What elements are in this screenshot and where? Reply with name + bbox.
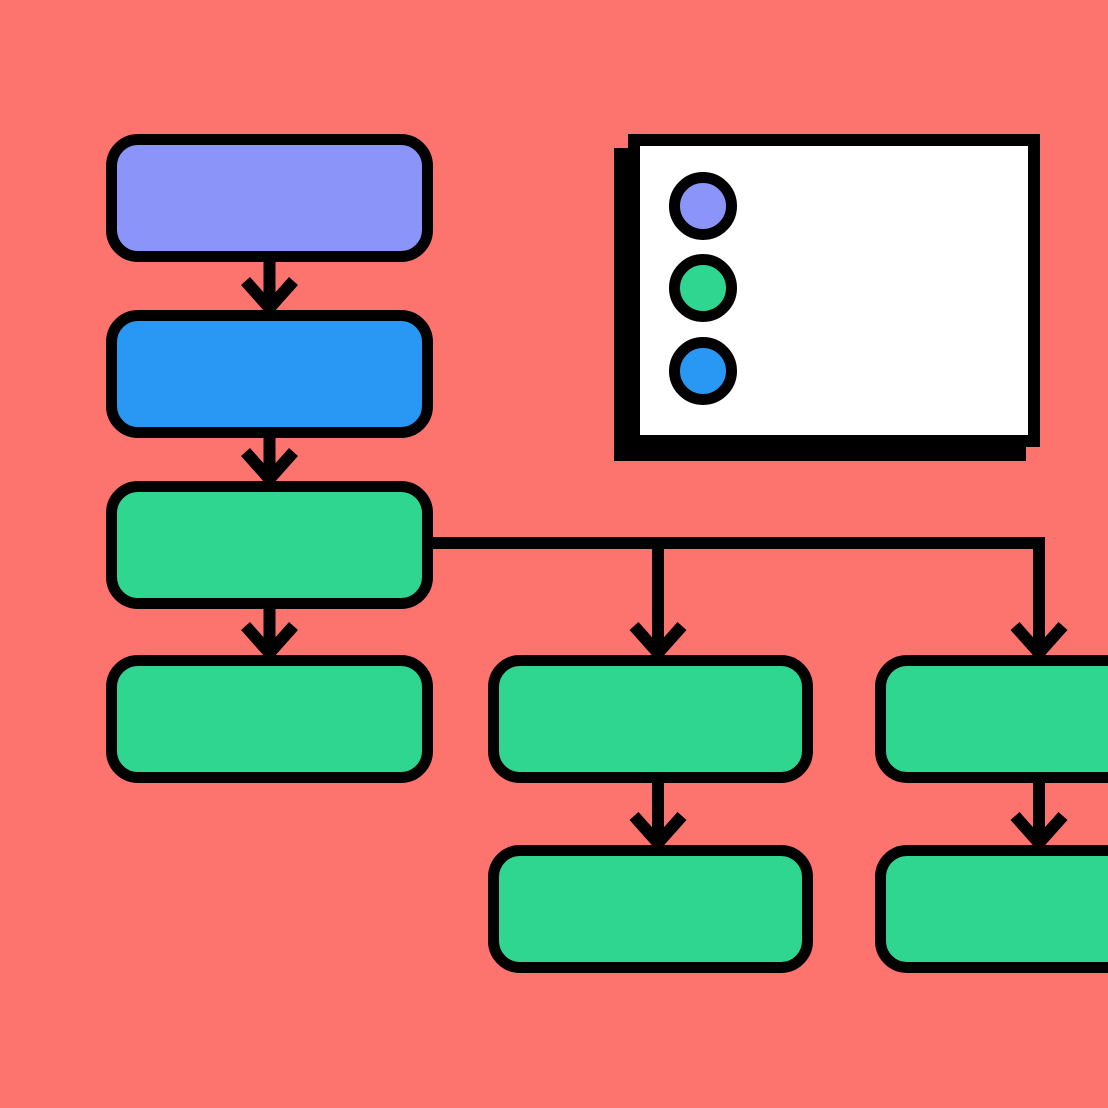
flow-node-4[interactable] — [106, 655, 433, 783]
flow-node-2[interactable] — [106, 310, 433, 438]
legend-card[interactable] — [628, 134, 1040, 447]
flow-node-8[interactable] — [875, 845, 1108, 973]
flow-node-7[interactable] — [875, 655, 1108, 783]
flow-node-6[interactable] — [488, 845, 813, 973]
legend-dot-green — [669, 254, 737, 322]
flow-node-3[interactable] — [106, 481, 433, 609]
legend-dot-blue — [669, 337, 737, 405]
flow-node-5[interactable] — [488, 655, 813, 783]
legend-dot-purple — [669, 172, 737, 240]
flow-node-1[interactable] — [106, 134, 433, 262]
